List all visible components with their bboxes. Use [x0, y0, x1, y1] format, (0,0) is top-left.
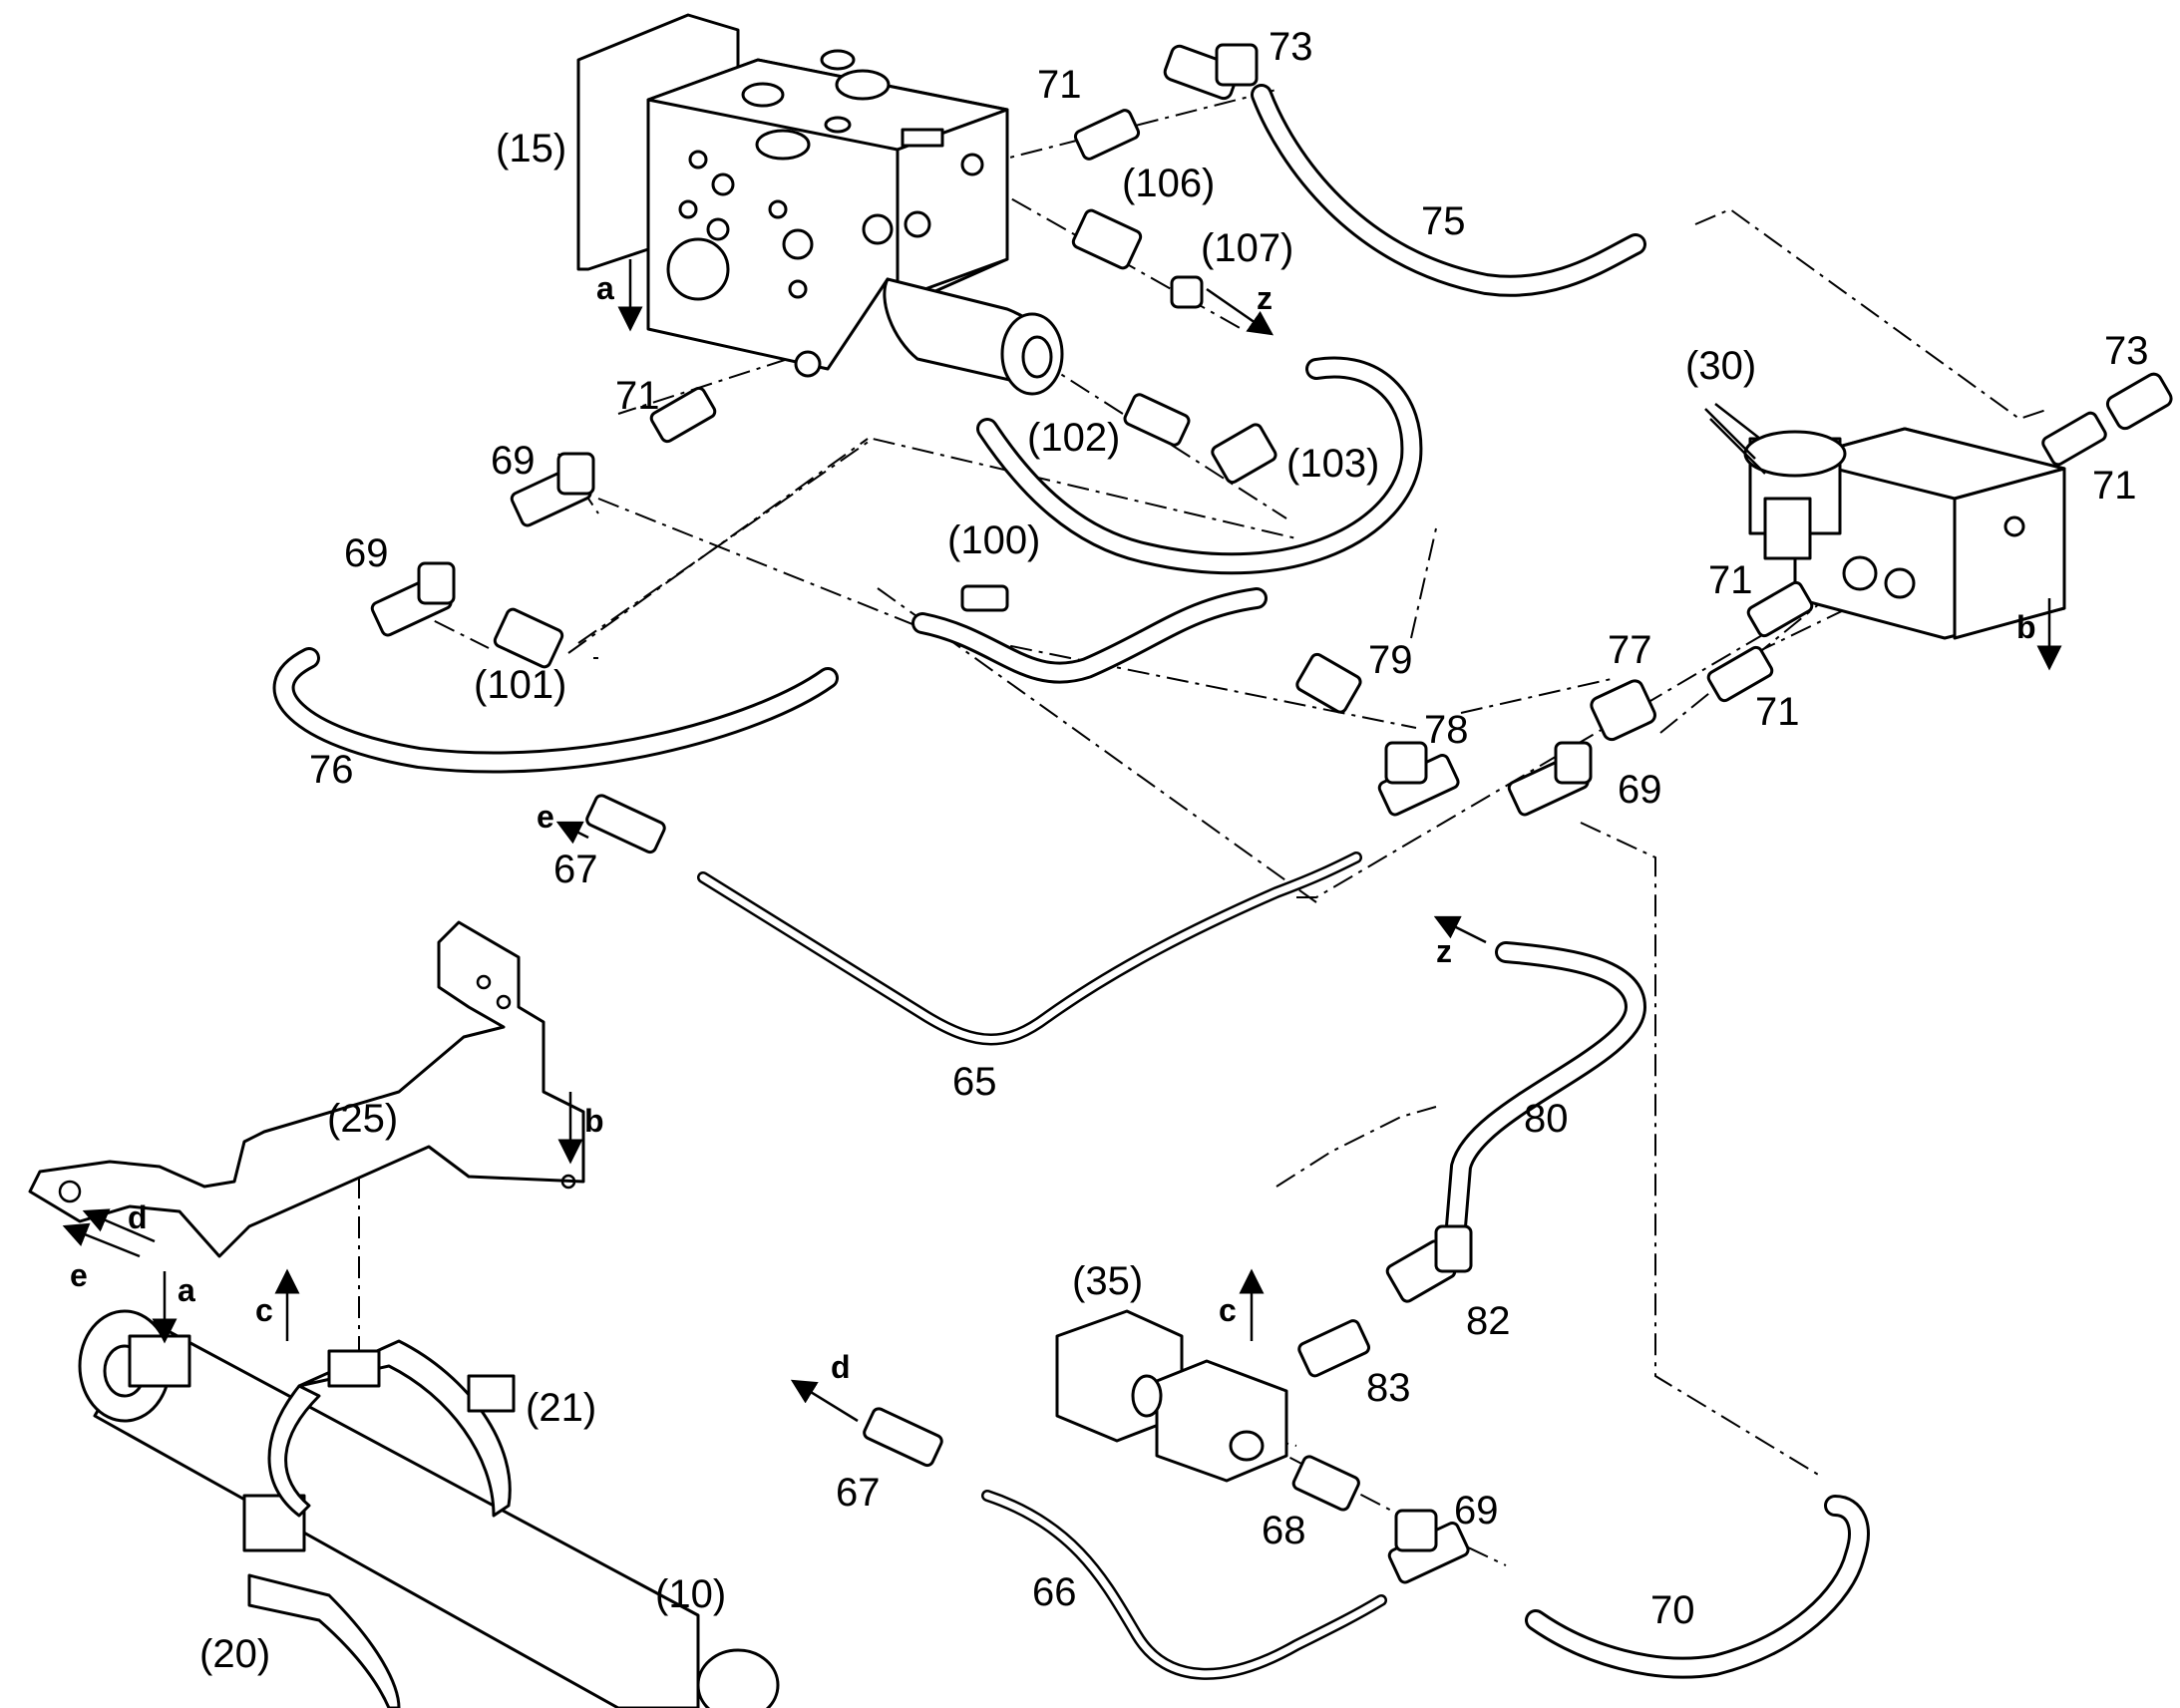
label-30: (30) — [1685, 344, 1756, 388]
pipes — [697, 852, 1387, 1680]
fitting-78 — [1377, 741, 1460, 817]
label-75: 75 — [1421, 199, 1466, 243]
marker-d-left: d — [128, 1199, 148, 1235]
label-73-top: 73 — [1269, 25, 1313, 69]
marker-c-bottom: c — [1219, 1292, 1237, 1328]
label-21: (21) — [526, 1386, 596, 1430]
fitting-69-d — [1387, 1509, 1470, 1584]
label-67-top: 67 — [553, 848, 598, 891]
label-20: (20) — [199, 1632, 270, 1676]
label-71-d: 71 — [1755, 690, 1800, 734]
marker-a-left: a — [178, 1272, 195, 1308]
fitting-71-c — [1746, 580, 1814, 638]
label-76: 76 — [309, 748, 354, 792]
callout-labels: (15) 71 73 (106) (107) 75 (30) 73 71 71 … — [199, 25, 2149, 1676]
fitting-102 — [1123, 393, 1191, 447]
label-79: 79 — [1368, 638, 1413, 682]
label-68: 68 — [1262, 1509, 1306, 1552]
fitting-106 — [1071, 208, 1143, 270]
fitting-69-b — [370, 561, 456, 637]
label-102: (102) — [1027, 416, 1120, 460]
fitting-77 — [1590, 679, 1656, 742]
label-65: 65 — [952, 1060, 997, 1104]
marker-c-left: c — [255, 1292, 273, 1328]
fitting-79 — [1295, 652, 1362, 714]
marker-z-top: z — [1257, 280, 1272, 316]
label-80: 80 — [1524, 1097, 1569, 1141]
label-73-right: 73 — [2104, 329, 2149, 373]
marker-b-right: b — [2016, 609, 2036, 645]
label-71-mid: 71 — [615, 374, 660, 418]
marker-z-mid: z — [1436, 933, 1452, 969]
fitting-107 — [1170, 275, 1204, 309]
fitting-73-top — [1163, 43, 1259, 101]
clamp-21 — [242, 1339, 516, 1552]
label-10: (10) — [655, 1572, 726, 1616]
label-77: 77 — [1608, 628, 1652, 672]
label-69-a: 69 — [491, 439, 536, 483]
label-66: 66 — [1032, 1570, 1077, 1614]
marker-b-bracket: b — [584, 1103, 604, 1139]
label-71-c: 71 — [1708, 558, 1753, 602]
label-78: 78 — [1424, 708, 1469, 752]
label-67-bottom: 67 — [836, 1471, 881, 1515]
direction-arrows — [62, 259, 2062, 1423]
label-71-top: 71 — [1037, 63, 1082, 107]
fitting-82 — [1385, 1224, 1473, 1303]
label-69-b: 69 — [344, 531, 389, 575]
hoses — [272, 84, 1870, 1679]
bracket-25 — [28, 920, 585, 1258]
fitting-69-a — [510, 452, 595, 527]
solenoid-valve-35 — [1055, 1309, 1288, 1483]
marker-d-bottom: d — [831, 1349, 851, 1385]
label-69-d: 69 — [1454, 1489, 1499, 1533]
fittings — [370, 43, 2173, 1584]
label-71-right: 71 — [2092, 464, 2137, 508]
marker-a-top: a — [596, 270, 614, 306]
fitting-69-c — [1507, 741, 1593, 817]
fitting-68 — [1291, 1455, 1360, 1512]
fitting-101 — [493, 607, 564, 669]
label-82: 82 — [1466, 1299, 1511, 1343]
fitting-67-bottom — [863, 1407, 943, 1468]
cylinder-10 — [78, 1309, 780, 1708]
valve-30 — [1704, 403, 2066, 640]
fitting-83 — [1297, 1319, 1371, 1378]
marker-e-left: e — [70, 1257, 88, 1293]
label-83: 83 — [1366, 1366, 1411, 1410]
label-70: 70 — [1650, 1588, 1695, 1632]
label-25: (25) — [327, 1097, 398, 1141]
label-100: (100) — [947, 518, 1040, 562]
label-106: (106) — [1122, 162, 1215, 205]
connection-lines — [358, 89, 2050, 1566]
label-103: (103) — [1286, 442, 1379, 486]
label-101: (101) — [474, 663, 566, 707]
fitting-71-d — [1706, 645, 1774, 703]
fitting-67-top — [585, 794, 666, 854]
fitting-71-mid — [649, 386, 717, 444]
label-35: (35) — [1072, 1259, 1143, 1303]
label-69-c: 69 — [1618, 768, 1662, 812]
fitting-71-right — [2041, 411, 2107, 467]
marker-e-mid: e — [537, 799, 554, 835]
clamp-20 — [247, 1573, 401, 1708]
direction-letters: a z b e z b d e a c c d — [70, 270, 2036, 1385]
fitting-73-right — [2105, 372, 2173, 431]
label-15: (15) — [496, 127, 566, 171]
fitting-71-top — [1073, 109, 1141, 161]
fitting-100 — [960, 584, 1009, 612]
label-107: (107) — [1201, 226, 1293, 270]
fitting-103 — [1211, 423, 1277, 485]
valve-block-15 — [576, 13, 1064, 396]
